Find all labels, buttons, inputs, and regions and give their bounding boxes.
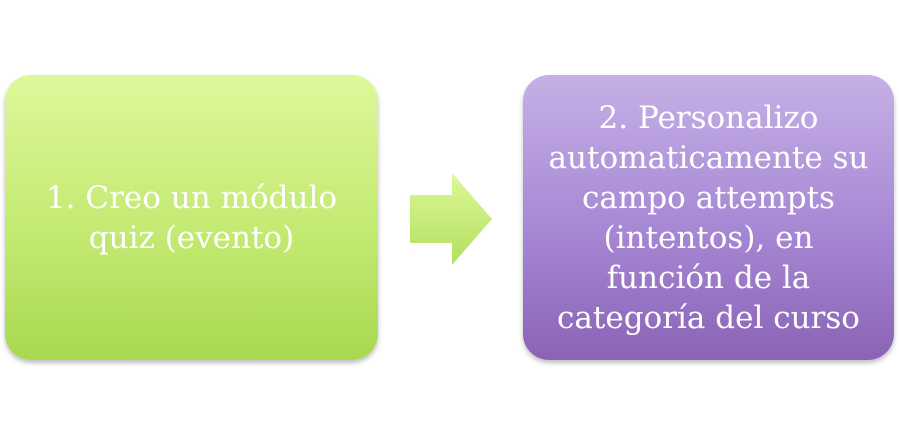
step-1-label: 1. Creo un módulo quiz (evento) (45, 179, 338, 256)
step-2-label: 2. Personalizo automaticamente su campo … (548, 99, 869, 336)
right-arrow-icon (410, 173, 492, 265)
step-1-box: 1. Creo un módulo quiz (evento) (5, 75, 378, 360)
step-2-box: 2. Personalizo automaticamente su campo … (523, 75, 894, 360)
